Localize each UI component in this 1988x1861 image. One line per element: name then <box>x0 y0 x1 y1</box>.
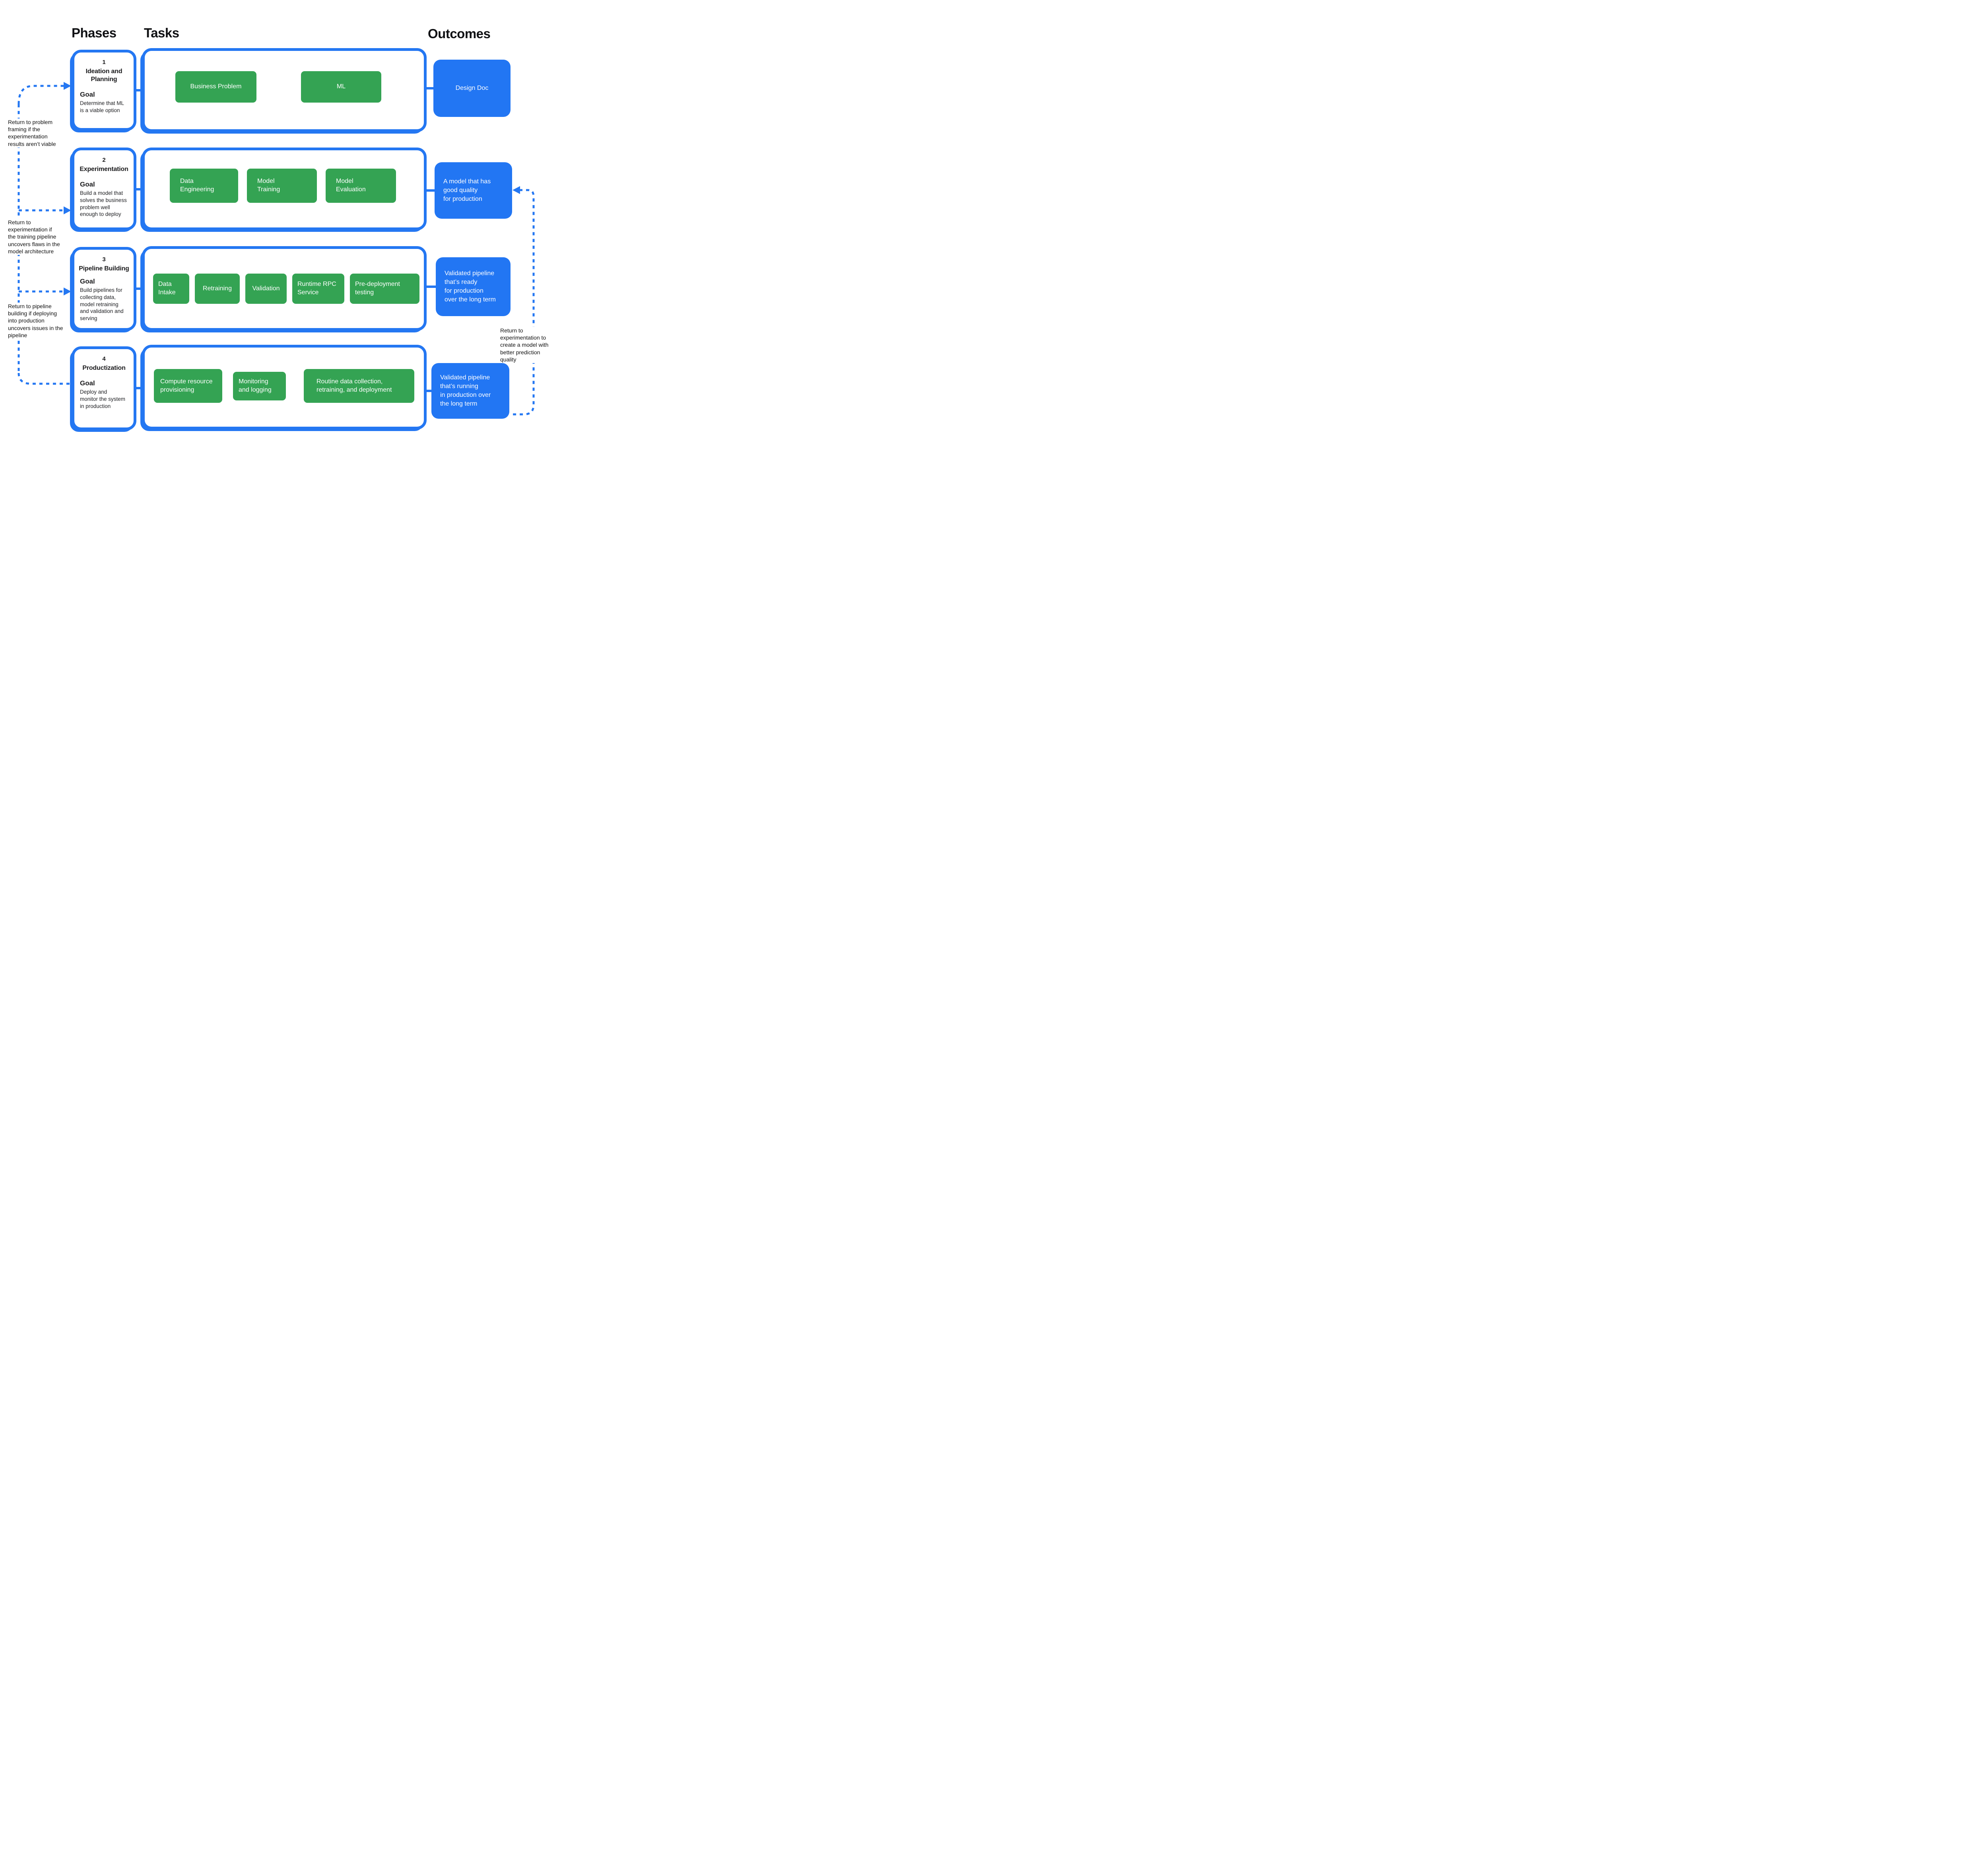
task-model-training: Model Training <box>247 169 317 203</box>
annotation-return-for-better-prediction: Return to experimentation to create a mo… <box>500 327 562 363</box>
phase-card-experimentation: 2 Experimentation Goal Build a model tha… <box>72 148 136 230</box>
task-data-engineering: Data Engineering <box>170 169 238 203</box>
phase-title: Productization <box>82 365 126 371</box>
phase-title: Ideation and Planning <box>85 68 122 83</box>
task-routine-data-collection: Routine data collection, retraining, and… <box>304 369 414 403</box>
goal-text: Determine that ML is a viable option <box>80 100 124 113</box>
task-ml: ML <box>301 71 381 103</box>
goal-text: Deploy and monitor the system in product… <box>80 389 126 409</box>
outcome-model-good-quality: A model that has good quality for produc… <box>435 162 512 219</box>
goal-label: Goal <box>80 181 95 188</box>
task-monitoring-and-logging: Monitoring and logging <box>233 372 286 400</box>
goal-text: Build a model that solves the business p… <box>80 190 127 218</box>
phase-title: Pipeline Building <box>79 265 129 272</box>
task-data-intake: Data Intake <box>153 274 189 304</box>
task-model-evaluation: Model Evaluation <box>326 169 396 203</box>
phase-number: 3 <box>102 256 106 263</box>
task-runtime-rpc-service: Runtime RPC Service <box>292 274 344 304</box>
arrow-left-icon <box>513 186 520 194</box>
annotation-return-to-problem-framing: Return to problem framing if the experim… <box>8 118 60 148</box>
phase-card-ideation: 1 Ideation and Planning Goal Determine t… <box>72 50 136 131</box>
goal-label: Goal <box>80 379 95 387</box>
outcomes-column-header: Outcomes <box>428 26 491 41</box>
phase-number: 1 <box>102 59 106 66</box>
arrow-right-icon <box>64 206 71 214</box>
task-validation: Validation <box>245 274 287 304</box>
right-feedback-line <box>511 189 535 416</box>
outcome-design-doc: Design Doc <box>433 60 511 117</box>
phase-title: Experimentation <box>80 166 128 173</box>
goal-label: Goal <box>80 278 95 285</box>
outcome-validated-pipeline-running: Validated pipeline that’s running in pro… <box>431 363 509 419</box>
task-pre-deployment-testing: Pre-deployment testing <box>350 274 419 304</box>
phase-card-pipeline-building: 3 Pipeline Building Goal Build pipelines… <box>72 247 136 331</box>
tasks-column-header: Tasks <box>144 25 179 40</box>
phases-column-header: Phases <box>72 25 116 40</box>
task-retraining: Retraining <box>195 274 240 304</box>
goal-text: Build pipelines for collecting data, mod… <box>80 287 124 322</box>
task-business-problem: Business Problem <box>175 71 256 103</box>
phase-card-productization: 4 Productization Goal Deploy and monitor… <box>72 346 136 430</box>
mlops-workflow-diagram: Phases Tasks Outcomes 1 Ideation and Pla… <box>0 0 564 465</box>
arrow-right-icon <box>64 82 71 90</box>
goal-label: Goal <box>80 91 95 98</box>
annotation-return-to-pipeline-building: Return to pipeline building if deploying… <box>8 303 66 339</box>
task-compute-resource-provisioning: Compute resource provisioning <box>154 369 222 403</box>
phase-number: 4 <box>102 355 106 362</box>
phase-number: 2 <box>102 157 106 163</box>
annotation-return-to-experimentation: Return to experimentation if the trainin… <box>8 219 64 255</box>
arrow-right-icon <box>64 288 71 295</box>
outcome-validated-pipeline-ready: Validated pipeline that’s ready for prod… <box>436 257 511 316</box>
blue-connectors <box>136 87 437 392</box>
